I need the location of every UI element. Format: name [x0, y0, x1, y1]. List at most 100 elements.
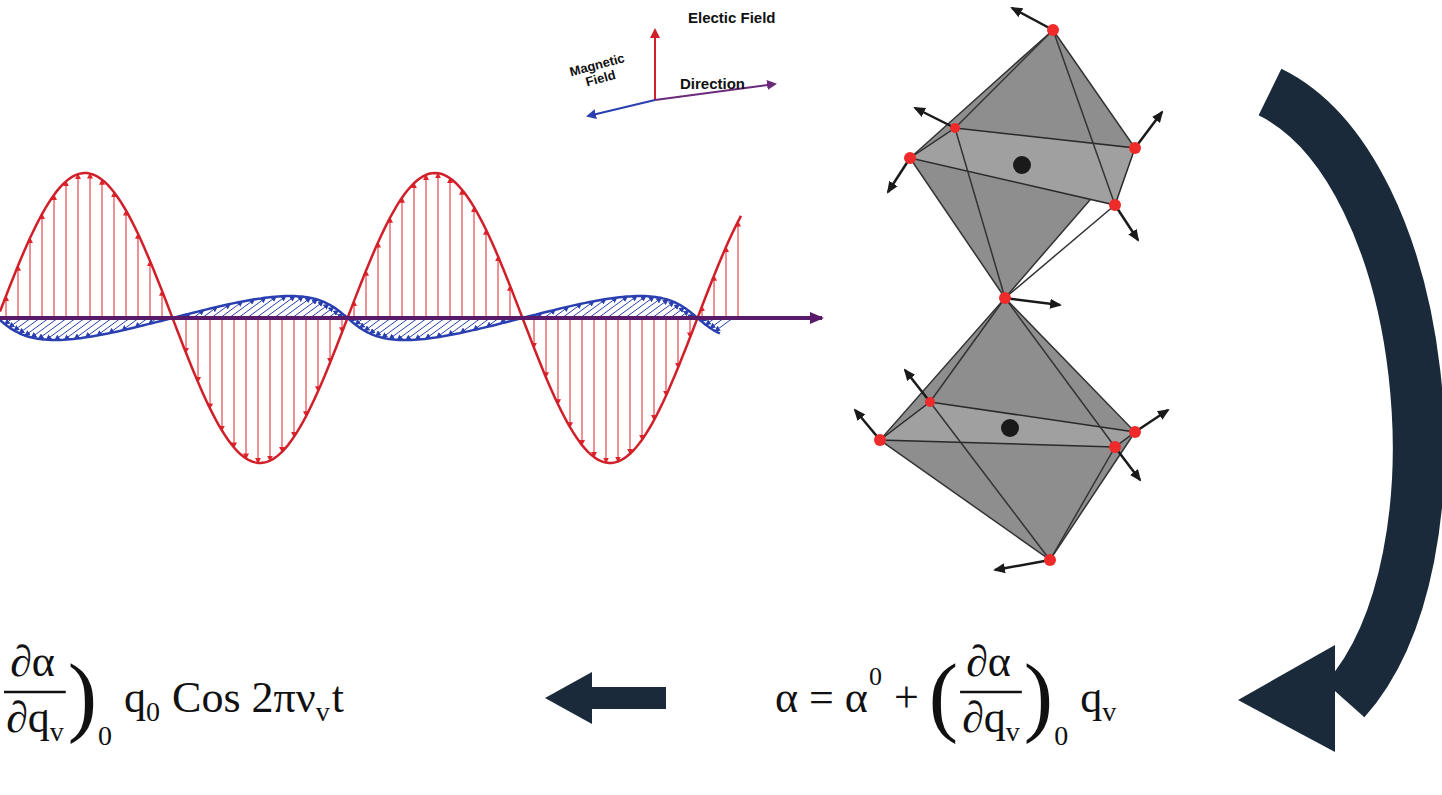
field-vector	[661, 305, 679, 318]
field-vector	[294, 318, 295, 437]
fraction-bar	[960, 691, 1022, 694]
field-vector	[378, 243, 379, 318]
equation-term: Cos 2πν	[172, 676, 316, 720]
field-vector	[618, 318, 619, 462]
equation-term: +	[894, 676, 919, 720]
field-vector	[186, 318, 187, 353]
field-vector	[582, 318, 583, 445]
field-vector	[652, 302, 674, 318]
field-vector	[534, 318, 535, 348]
field-vector	[66, 181, 67, 318]
field-vector	[270, 318, 271, 461]
propagation-axis	[0, 316, 822, 320]
field-vector	[54, 195, 55, 318]
field-vector	[606, 318, 607, 463]
field-vector	[402, 198, 403, 318]
field-vector	[558, 318, 559, 404]
field-vector	[126, 211, 127, 318]
field-vector	[234, 318, 235, 447]
subscript: v	[1006, 718, 1020, 746]
field-vector	[274, 297, 303, 318]
fraction-bars	[4, 692, 1022, 693]
superscript: 0	[869, 664, 882, 690]
field-vector	[546, 318, 547, 377]
field-vector	[414, 183, 415, 318]
field-vector	[150, 261, 151, 318]
denominator: ∂q	[962, 696, 1006, 740]
field-vector	[570, 318, 571, 427]
field-vector	[370, 318, 391, 333]
field-vector	[738, 222, 739, 318]
field-vector	[498, 256, 499, 318]
field-vector	[630, 318, 631, 454]
subscript: v	[50, 718, 64, 746]
field-vector	[210, 318, 211, 408]
subscript: v	[316, 698, 330, 726]
field-vector	[330, 318, 331, 363]
field-vector	[594, 318, 595, 457]
field-vector	[318, 318, 319, 391]
field-vector	[114, 192, 115, 318]
field-vector	[90, 174, 91, 318]
oxygen-atoms	[874, 24, 1141, 566]
field-vector	[678, 318, 679, 368]
equation-term: α = α	[775, 676, 868, 720]
parenthesis: )	[68, 652, 97, 740]
displacement-arrows	[855, 8, 1168, 570]
field-vector	[42, 214, 43, 318]
field-vector	[426, 175, 427, 318]
field-vector	[450, 178, 451, 318]
field-vector	[246, 318, 247, 458]
field-vector	[102, 180, 103, 318]
field-vector	[390, 218, 391, 318]
numerator: ∂α	[10, 640, 55, 684]
field-vector	[39, 318, 67, 339]
field-vector	[18, 266, 19, 318]
field-vector	[642, 318, 643, 440]
field-vector	[726, 247, 727, 318]
field-vector	[222, 318, 223, 431]
field-vector	[462, 190, 463, 318]
field-vector	[397, 318, 427, 340]
field-vector	[389, 318, 418, 339]
fraction-bar	[4, 691, 66, 694]
curved-arrow	[1270, 92, 1419, 700]
axis-label: Direction	[680, 76, 745, 91]
numerator: ∂α	[966, 640, 1011, 684]
field-vector	[474, 207, 475, 318]
field-vector	[510, 286, 511, 318]
subscript: 0	[1054, 722, 1068, 750]
parenthesis: (	[929, 652, 958, 740]
field-vector	[301, 302, 323, 318]
field-vector	[666, 318, 667, 396]
field-vector	[310, 304, 329, 318]
parenthesis: )	[1024, 652, 1053, 740]
field-vector	[282, 318, 283, 452]
field-vector	[258, 318, 259, 463]
field-vector	[30, 238, 31, 318]
subscript: 0	[98, 722, 112, 750]
field-vector	[55, 318, 85, 340]
equation-term: q	[1080, 676, 1102, 720]
axis-label: Magnetic Field	[558, 48, 641, 96]
arrow-head	[545, 672, 592, 724]
field-vector	[654, 318, 655, 420]
field-vector	[19, 318, 40, 333]
equation-term: t	[332, 676, 344, 720]
field-vector	[486, 230, 487, 318]
field-vector	[138, 234, 139, 318]
denominator: ∂q	[6, 696, 50, 740]
field-vector	[306, 318, 307, 416]
axis-label: Electic Field	[688, 10, 776, 25]
field-vector	[616, 296, 646, 318]
field-vector	[198, 318, 199, 382]
field-vector	[406, 318, 436, 340]
field-vector	[625, 297, 654, 318]
field-vector	[438, 173, 439, 318]
field-vector	[46, 318, 76, 340]
subscript: 0	[146, 698, 160, 726]
subscript: v	[1102, 698, 1116, 726]
arrow-shaft	[590, 687, 666, 709]
octahedra	[880, 30, 1135, 560]
